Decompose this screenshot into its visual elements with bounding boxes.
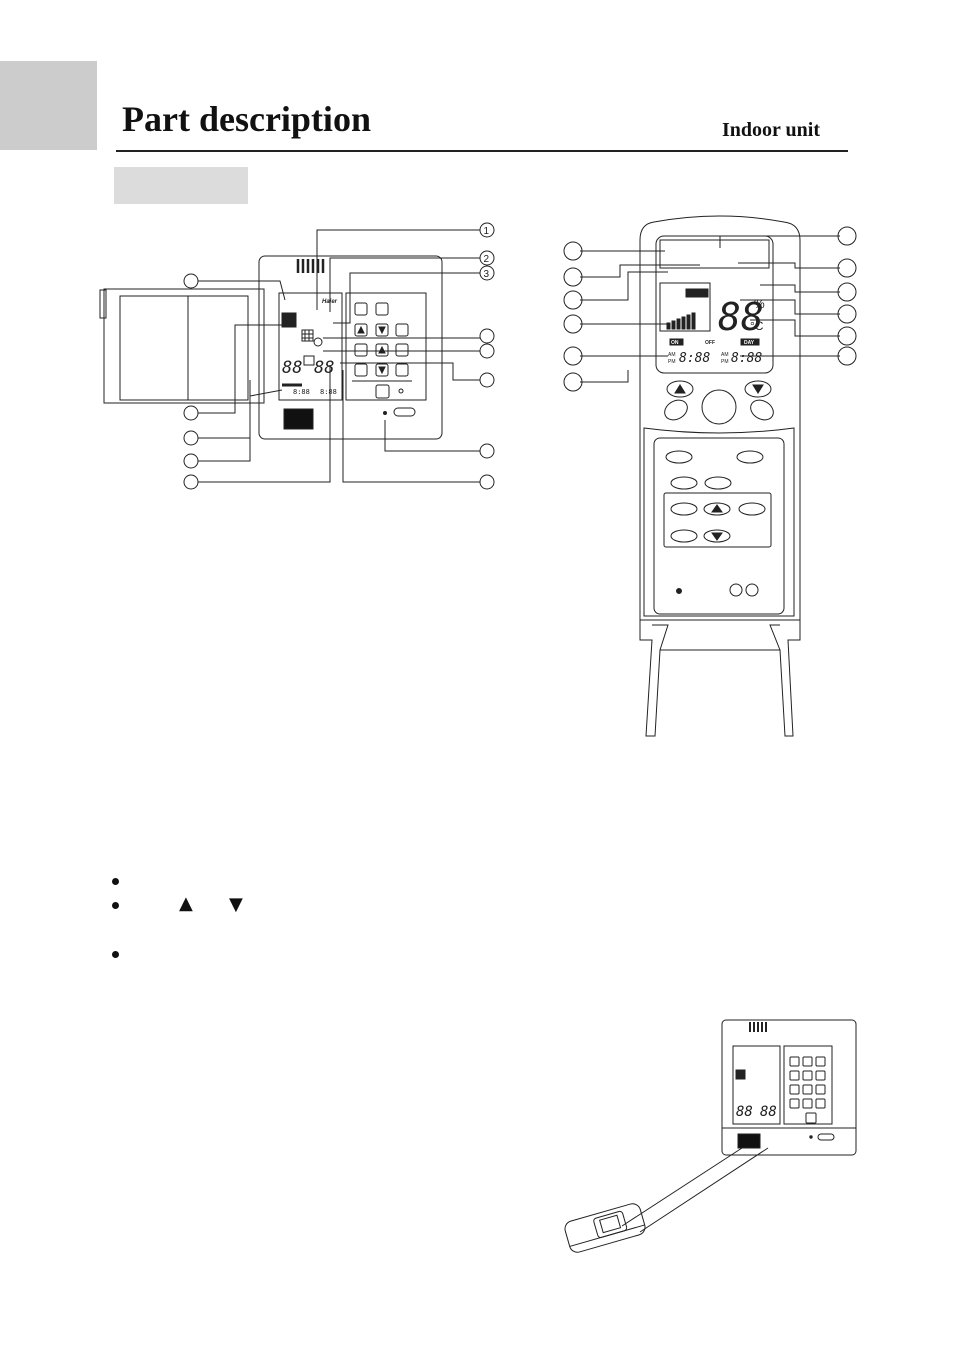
remote-celsius: °C <box>750 319 764 333</box>
up-arrow-icon: ▲ <box>179 893 193 914</box>
remote-controller-figure <box>563 215 857 737</box>
remote-pm-right: PM <box>721 359 729 365</box>
wired-timer-right: 8:88 <box>320 388 337 396</box>
remote-off-label: OFF <box>705 340 715 346</box>
title-rule <box>116 150 848 152</box>
section-label-box <box>114 167 248 204</box>
remote-am-left: AM <box>668 352 676 358</box>
remote-am-right: AM <box>721 352 729 358</box>
callout-1: 1 <box>484 226 490 237</box>
down-arrow-icon: ▼ <box>229 894 243 915</box>
remote-display-digits: 88 <box>718 295 764 339</box>
page-title: Part description <box>122 99 371 139</box>
bullet-2 <box>112 902 119 909</box>
callout-2: 2 <box>484 254 490 265</box>
wired-controller-figure <box>99 222 495 490</box>
mounted-controller-figure <box>564 1019 857 1253</box>
bullet-3 <box>112 951 119 958</box>
wired-brand: Haier <box>322 299 338 305</box>
wired-timer-left: 8:88 <box>293 388 310 396</box>
vent-grille <box>296 259 325 273</box>
remote-clock-left: 8:88 <box>679 351 710 366</box>
remote-percent: % <box>754 297 765 311</box>
wired-digits-right: 88 <box>314 358 334 378</box>
section-tab <box>0 61 97 150</box>
bullet-1 <box>112 878 119 885</box>
mounted-digits-left: 88 <box>736 1104 753 1120</box>
remote-day-label: DAY <box>744 340 755 346</box>
remote-pm-left: PM <box>668 359 676 365</box>
callout-3: 3 <box>484 269 490 280</box>
page-subtitle: Indoor unit <box>722 119 821 141</box>
wired-digits-left: 88 <box>282 358 302 378</box>
remote-on-label: ON <box>671 340 679 346</box>
mounted-digits-right: 88 <box>760 1104 777 1120</box>
remote-clock-right: 8:88 <box>731 351 762 366</box>
